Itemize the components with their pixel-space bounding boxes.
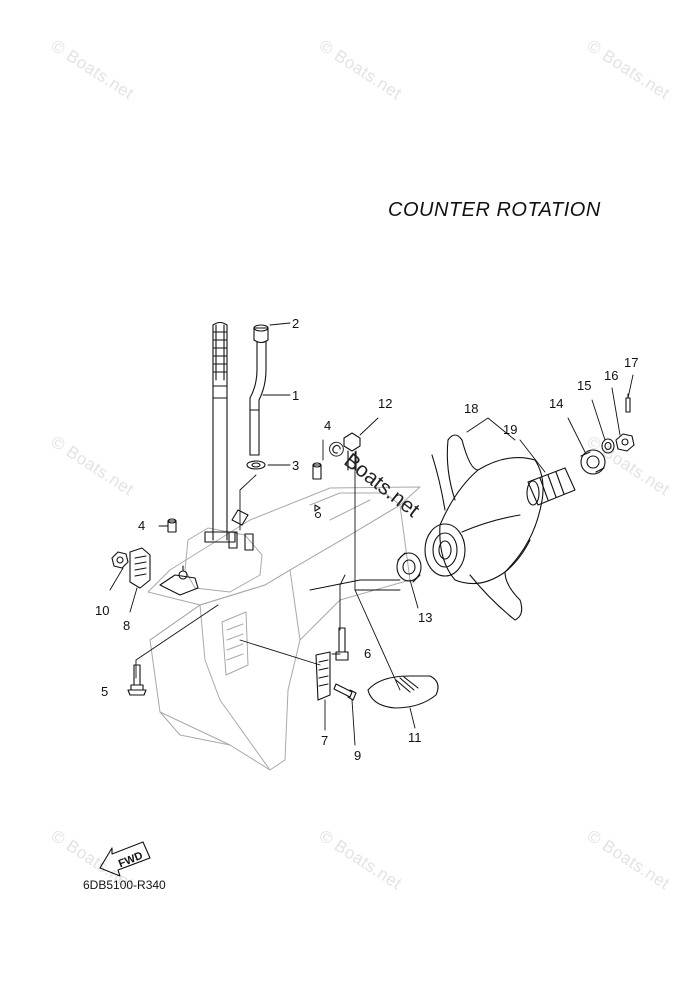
anode-part-7 [315, 651, 331, 701]
callout-number: 8 [123, 618, 130, 633]
diagram-code: 6DB5100-R340 [83, 878, 166, 892]
screw-part-9 [333, 683, 357, 701]
callout-number: 18 [464, 401, 478, 416]
callout-number: 9 [354, 748, 361, 763]
callout-number: 1 [292, 388, 299, 403]
propeller-part-18 [424, 434, 544, 621]
callout-number: 19 [503, 422, 517, 437]
callout-number: 6 [364, 646, 371, 661]
bolt-part-5 [127, 664, 147, 696]
dowel-part-4-left [167, 518, 177, 533]
callout-number: 7 [321, 733, 328, 748]
callout-number: 15 [577, 378, 591, 393]
water-pipe-part-1 [249, 341, 267, 456]
diagram-title: COUNTER ROTATION [388, 199, 601, 221]
bolt-part-12 [343, 432, 361, 471]
callout-numbers: 2 1 3 4 4 10 8 5 6 7 9 12 11 13 18 19 14… [95, 316, 638, 763]
fwd-label: FWD [117, 850, 145, 871]
leader-lines [109, 322, 634, 746]
nut-part-16 [615, 433, 635, 452]
callout-number: 11 [408, 730, 422, 745]
callout-number: 12 [378, 396, 392, 411]
spacer-part-13 [396, 552, 422, 583]
callout-number: 16 [604, 368, 618, 383]
fwd-arrow-icon: FWD [99, 841, 151, 877]
callout-number: 5 [101, 684, 108, 699]
thrust-washer-part-14 [580, 449, 606, 475]
callout-number: 17 [624, 355, 638, 370]
bushing-part-19 [526, 467, 576, 506]
drive-shaft [204, 321, 236, 543]
washer-part-15 [601, 438, 615, 454]
grommet-part-2 [253, 324, 269, 344]
callout-number: 10 [95, 603, 109, 618]
lower-casing [147, 486, 421, 771]
nut-part-10 [111, 551, 129, 569]
anode-part-8 [129, 547, 151, 589]
seal-part-3 [246, 460, 266, 470]
trim-tab-part-11 [367, 675, 439, 709]
bolt-part-6 [335, 627, 349, 661]
callout-number: 3 [292, 458, 299, 473]
dowel-part-4-upper [312, 462, 322, 480]
callout-number: 4 [138, 518, 145, 533]
callout-number: 14 [549, 396, 563, 411]
callout-number: 13 [418, 610, 432, 625]
callout-number: 2 [292, 316, 299, 331]
casing-top-details [159, 504, 322, 596]
callout-number: 4 [324, 418, 331, 433]
